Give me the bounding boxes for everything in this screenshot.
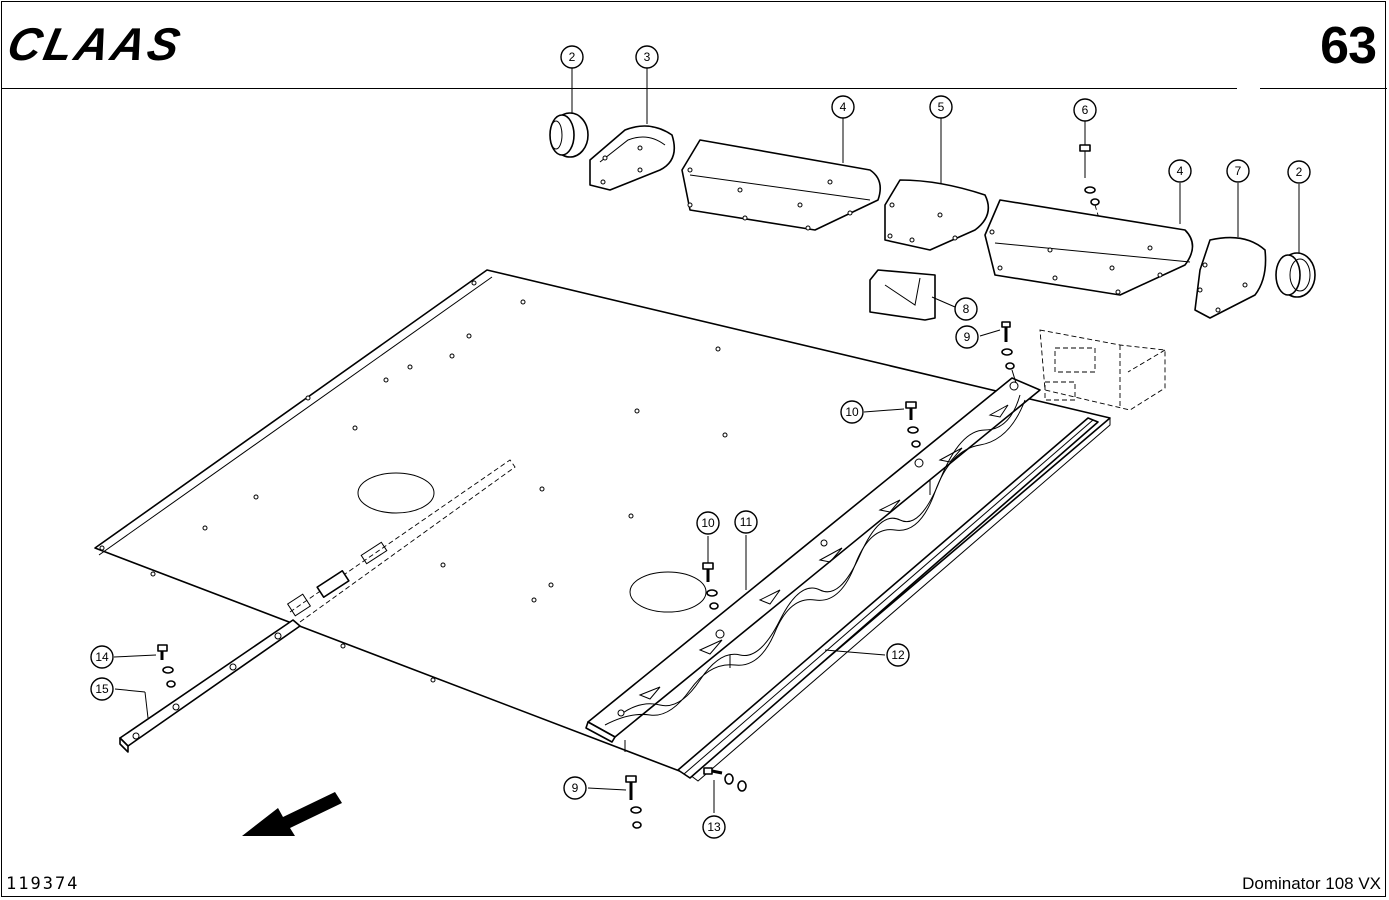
callout-8: 8 — [954, 297, 978, 321]
claas-logo: CLAAS — [3, 18, 187, 69]
callout-10-upper: 10 — [840, 400, 864, 424]
callout-9-lower: 9 — [563, 776, 587, 800]
callout-4-left: 4 — [831, 95, 855, 119]
svg-text:2: 2 — [1296, 165, 1303, 179]
floor-opening-lower — [629, 571, 707, 613]
fastener-10-upper — [905, 401, 931, 495]
svg-text:13: 13 — [707, 820, 721, 834]
callout-2-right: 2 — [1287, 160, 1311, 184]
brand-logo-text: CLAAS — [3, 18, 187, 69]
part-5-cover-mid — [884, 179, 990, 251]
part-11-beam — [585, 377, 1041, 743]
callout-13: 13 — [702, 815, 726, 839]
callout-15: 15 — [90, 677, 114, 701]
callout-14: 14 — [90, 645, 114, 669]
part-12-rail — [677, 417, 1099, 779]
svg-text:7: 7 — [1235, 164, 1242, 178]
callout-10-lower: 10 — [696, 511, 720, 535]
callout-9-upper: 9 — [955, 325, 979, 349]
fastener-9-upper — [1001, 321, 1017, 384]
svg-text:8: 8 — [963, 302, 970, 316]
svg-text:4: 4 — [840, 100, 847, 114]
direction-arrow — [242, 792, 342, 836]
floor-plate — [94, 269, 1111, 782]
callout-2-left: 2 — [560, 45, 584, 69]
model-name: Dominator 108 VX — [1242, 874, 1381, 893]
svg-text:3: 3 — [644, 50, 651, 64]
svg-text:5: 5 — [938, 100, 945, 114]
header-divider — [1, 88, 1237, 89]
header-divider-right — [1260, 88, 1387, 89]
svg-text:9: 9 — [572, 781, 579, 795]
leader-lines — [113, 68, 1300, 813]
svg-text:12: 12 — [891, 648, 905, 662]
part-2-bearing-right — [1275, 252, 1316, 298]
svg-text:14: 14 — [95, 650, 109, 664]
part-7-cover-bracket-right — [1194, 236, 1267, 319]
part-4-cover-left — [681, 139, 881, 231]
fastener-13 — [703, 767, 747, 792]
part-8-bracket — [869, 269, 936, 321]
fastener-9-lower — [624, 740, 642, 829]
callout-11: 11 — [734, 510, 758, 534]
part-4-cover-right — [984, 199, 1194, 296]
svg-text:2: 2 — [569, 50, 576, 64]
callout-6: 6 — [1073, 98, 1097, 122]
callout-5: 5 — [929, 95, 953, 119]
fastener-10-lower — [702, 562, 731, 668]
part-2-bearing-left — [549, 112, 589, 158]
svg-text:10: 10 — [701, 516, 715, 530]
callout-12: 12 — [886, 643, 910, 667]
ghost-crosstube — [1039, 329, 1166, 411]
svg-text:4: 4 — [1177, 164, 1184, 178]
fastener-14 — [157, 644, 176, 688]
svg-text:10: 10 — [845, 405, 859, 419]
part-15-strip — [119, 619, 301, 753]
svg-text:6: 6 — [1082, 103, 1089, 117]
callout-7: 7 — [1226, 159, 1250, 183]
drawing-number: 119374 — [6, 874, 80, 894]
svg-text:11: 11 — [740, 515, 753, 529]
page-number: 63 — [1320, 17, 1377, 75]
svg-text:9: 9 — [964, 330, 971, 344]
part-3-cover-bracket — [589, 125, 676, 191]
callout-3: 3 — [635, 45, 659, 69]
floor-plate-panel — [94, 269, 1111, 776]
callout-4-right: 4 — [1168, 159, 1192, 183]
svg-text:15: 15 — [95, 682, 109, 696]
floor-opening-upper — [357, 472, 435, 514]
